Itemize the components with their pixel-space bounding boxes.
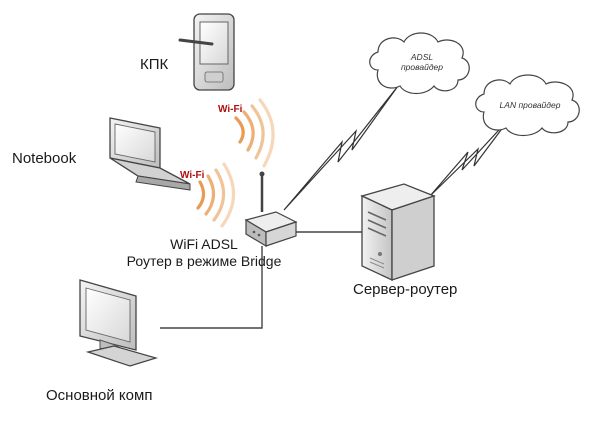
notebook-icon [109,117,191,191]
wifi-waves-2 [196,162,236,228]
cloud-adsl-line2: провайдер [401,62,443,72]
wifi-label-1: Wi-Fi [218,104,243,115]
notebook-label: Notebook [12,150,77,167]
server-icon [360,183,436,282]
router-label-line1: WiFi ADSL [170,236,238,252]
server-label: Сервер-роутер [353,281,458,298]
pda-label: КПК [140,56,169,73]
monitor-icon [79,279,159,367]
router-label-line2: Роутер в режиме Bridge [126,253,282,269]
wifi-label-2: Wi-Fi [180,170,205,181]
cloud-lan-label: LAN провайдер [499,100,561,110]
wifi-waves-1 [234,98,275,168]
cloud-adsl-label: ADSL провайдер [390,52,454,72]
pda-icon [178,13,235,91]
cloud-lan-provider [475,74,580,137]
router-label: WiFi ADSL Роутер в режиме Bridge [110,236,298,270]
router-icon [244,171,298,248]
main-pc-label: Основной комп [46,387,153,404]
router-pc-link [160,246,263,329]
cloud-adsl-line1: ADSL [410,52,434,62]
cloud-adsl-provider [369,32,470,95]
